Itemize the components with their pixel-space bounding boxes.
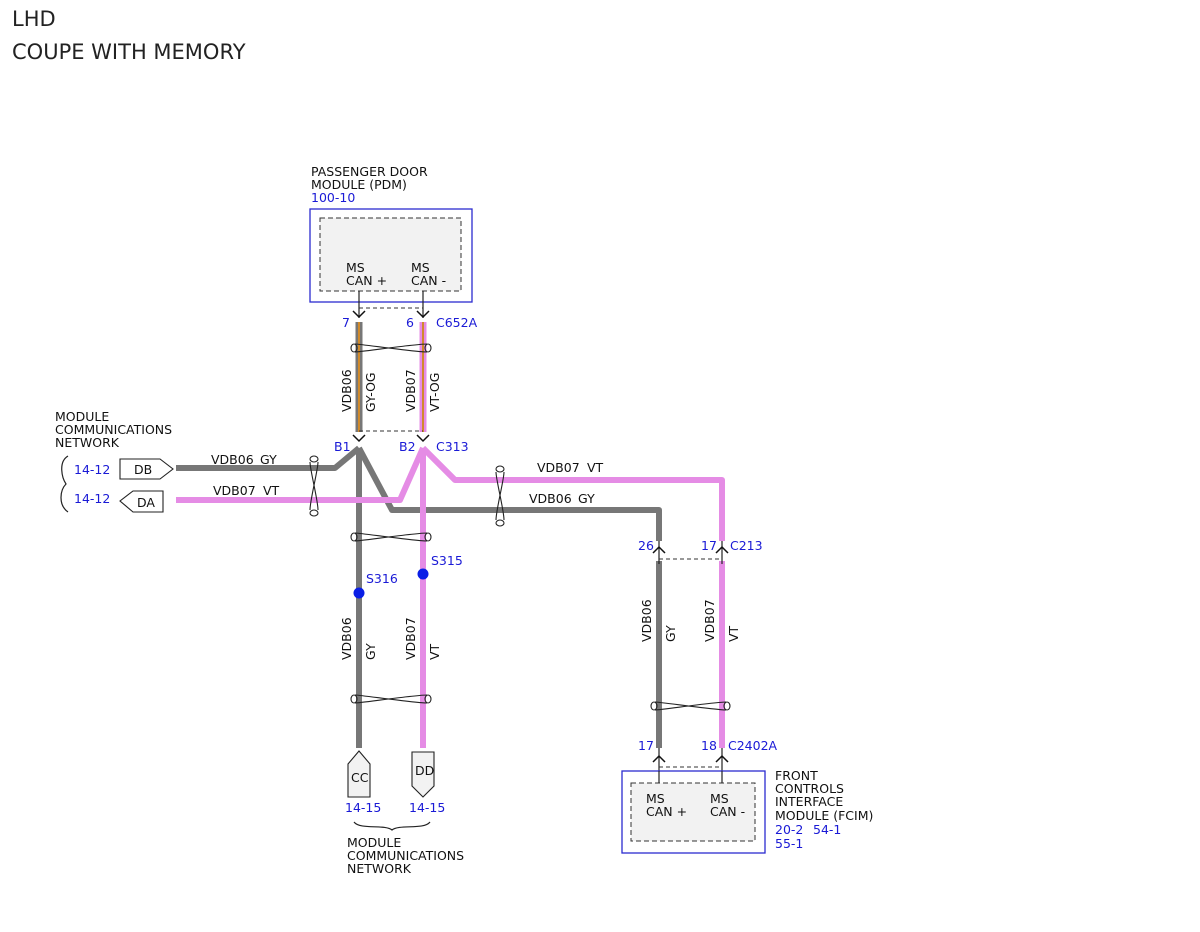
c213-pin-right-arrow xyxy=(715,545,729,554)
pdm-pin2-line-1: MS xyxy=(411,260,430,275)
left-network-ref-da[interactable]: 14-12 xyxy=(74,491,110,506)
header-line-2: COUPE WITH MEMORY xyxy=(12,40,246,64)
c313-connector-label[interactable]: C313 xyxy=(436,439,469,454)
fcim-wire-right-circuit: VDB07 xyxy=(702,599,717,642)
fcim-name-line-2: CONTROLS xyxy=(775,781,844,796)
twisted-pair-symbol-lower xyxy=(350,694,432,704)
c313-pin-right: B2 xyxy=(399,439,416,454)
fcim-ref-2[interactable]: 54-1 xyxy=(813,822,841,837)
c213-pin-right: 17 xyxy=(701,538,717,553)
c313-pin-left-arrow xyxy=(352,434,366,443)
fcim-ref-3[interactable]: 55-1 xyxy=(775,836,803,851)
c652a-pin-right-num: 6 xyxy=(406,315,414,330)
splice-s315-dot[interactable] xyxy=(417,568,429,580)
pdm-pin1-line-1: MS xyxy=(346,260,365,275)
c2402a-pin-right: 18 xyxy=(701,738,717,753)
fcim-name-line-4: MODULE (FCIM) xyxy=(775,808,873,823)
left-wire-da-color: VT xyxy=(263,483,280,498)
left-wire-db-circuit: VDB06 xyxy=(211,452,254,467)
right-run-upper-circuit: VDB07 xyxy=(537,460,580,475)
fcim-ref-1[interactable]: 20-2 xyxy=(775,822,803,837)
pdm-wire-right-circuit: VDB07 xyxy=(403,369,418,412)
left-wire-da-circuit: VDB07 xyxy=(213,483,256,498)
wire-vdb07-vt-main[interactable] xyxy=(176,445,725,748)
pdm-wire-right-color: VT-OG xyxy=(427,373,442,412)
twisted-pair-symbol-middle xyxy=(350,532,432,542)
bottom-wire-left-color: GY xyxy=(363,643,378,660)
pdm-module-inner xyxy=(319,217,462,292)
splice-s315-label[interactable]: S315 xyxy=(431,553,463,568)
pdm-ref[interactable]: 100-10 xyxy=(311,190,355,205)
bottom-wire-left-circuit: VDB06 xyxy=(339,617,354,660)
right-run-upper-color: VT xyxy=(587,460,604,475)
fcim-wire-left-color: GY xyxy=(663,625,678,642)
bottom-network-title-line-3: NETWORK xyxy=(347,861,412,876)
bottom-network-title-line-1: MODULE xyxy=(347,835,401,850)
fcim-pin1-line-1: MS xyxy=(646,791,665,806)
c213-connector-label[interactable]: C213 xyxy=(730,538,763,553)
twisted-pair-symbol-right-run xyxy=(495,465,505,527)
c652a-pin-left-arrow xyxy=(352,310,366,319)
cc-tag-label: CC xyxy=(351,770,369,785)
c2402a-connector-label[interactable]: C2402A xyxy=(728,738,778,753)
bottom-wire-right-color: VT xyxy=(427,643,442,660)
dd-tag-label: DD xyxy=(415,763,434,778)
left-network-title-line-1: MODULE xyxy=(55,409,109,424)
fcim-module-inner xyxy=(630,782,756,842)
bottom-network-ref-cc[interactable]: 14-15 xyxy=(345,800,381,815)
c2402a-pin-right-arrow xyxy=(715,754,729,763)
bottom-network-ref-dd[interactable]: 14-15 xyxy=(409,800,445,815)
c313-pin-left: B1 xyxy=(334,439,351,454)
c652a-connector-label[interactable]: C652A xyxy=(436,315,478,330)
c213-gap xyxy=(650,541,730,561)
da-connector-tag[interactable]: DA xyxy=(119,490,164,513)
fcim-name-line-1: FRONT xyxy=(775,768,818,783)
bottom-wire-right-circuit: VDB07 xyxy=(403,617,418,660)
left-network-ref-db[interactable]: 14-12 xyxy=(74,462,110,477)
pdm-name-line-2: MODULE (PDM) xyxy=(311,177,407,192)
pdm-name-line-1: PASSENGER DOOR xyxy=(311,164,428,179)
splice-s316-dot[interactable] xyxy=(353,587,365,599)
c2402a-pin-left-arrow xyxy=(652,754,666,763)
splice-s316-label[interactable]: S316 xyxy=(366,571,398,586)
fcim-wire-right-color: VT xyxy=(726,625,741,642)
da-tag-label: DA xyxy=(137,495,155,510)
right-run-lower-color: GY xyxy=(578,491,595,506)
pdm-wire-left-color: GY-OG xyxy=(363,372,378,412)
fcim-name-line-3: INTERFACE xyxy=(775,794,843,809)
c652a-pin-right-arrow xyxy=(416,310,430,319)
header-line-1: LHD xyxy=(12,7,56,31)
bottom-network-brace xyxy=(353,821,431,831)
fcim-pin1-line-2: CAN + xyxy=(646,804,687,819)
c652a-pin-left-num: 7 xyxy=(342,315,350,330)
fcim-wire-left-circuit: VDB06 xyxy=(639,599,654,642)
twisted-pair-symbol-upper xyxy=(350,343,432,353)
fcim-pin2-line-2: CAN - xyxy=(710,804,745,819)
c213-pin-left: 26 xyxy=(638,538,654,553)
twisted-pair-symbol-left xyxy=(309,455,319,517)
db-tag-label: DB xyxy=(134,462,152,477)
bottom-network-title-line-2: COMMUNICATIONS xyxy=(347,848,464,863)
fcim-pin2-line-1: MS xyxy=(710,791,729,806)
left-wire-db-color: GY xyxy=(260,452,277,467)
c213-pin-left-arrow xyxy=(652,545,666,554)
right-run-lower-circuit: VDB06 xyxy=(529,491,572,506)
left-network-brace xyxy=(60,455,69,513)
left-network-title-line-2: COMMUNICATIONS xyxy=(55,422,172,437)
twisted-pair-symbol-fcim xyxy=(650,701,731,711)
pdm-wire-left-circuit: VDB06 xyxy=(339,369,354,412)
pdm-pin1-line-2: CAN + xyxy=(346,273,387,288)
dd-connector-tag[interactable]: DD xyxy=(411,751,435,798)
pdm-pin2-line-2: CAN - xyxy=(411,273,446,288)
c2402a-pin-left: 17 xyxy=(638,738,654,753)
c313-pin-right-arrow xyxy=(416,434,430,443)
left-network-title-line-3: NETWORK xyxy=(55,435,120,450)
cc-connector-tag[interactable]: CC xyxy=(347,750,371,798)
db-connector-tag[interactable]: DB xyxy=(119,458,174,480)
